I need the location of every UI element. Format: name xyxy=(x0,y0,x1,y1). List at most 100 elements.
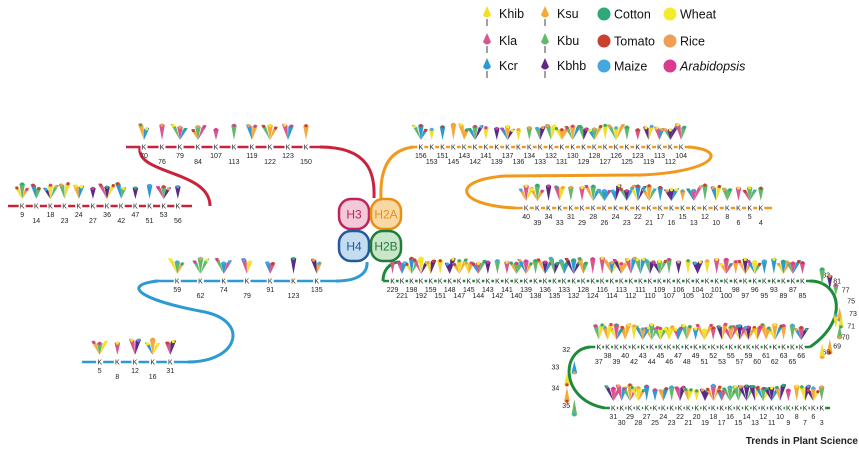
ptm-mark-cluster xyxy=(192,256,210,274)
ptm-mark-cluster xyxy=(819,267,825,285)
species-dot xyxy=(248,260,252,264)
lysine-symbol: K xyxy=(97,360,102,367)
ptm-mark xyxy=(177,125,183,140)
ptm-mark-cluster xyxy=(155,185,172,199)
species-dot xyxy=(694,327,698,331)
lysine-symbol: K xyxy=(638,279,643,286)
species-dot xyxy=(169,258,173,262)
ptm-mark xyxy=(428,127,435,140)
species-dot xyxy=(535,126,540,131)
lysine-position: 18 xyxy=(47,212,55,219)
ptm-mark-cluster xyxy=(114,341,121,355)
species-dot xyxy=(614,126,618,130)
legend-species-label: Wheat xyxy=(680,8,717,22)
species-dot xyxy=(594,324,598,328)
lysine-box xyxy=(230,142,238,152)
lysine-position: 153 xyxy=(426,159,438,166)
species-dot xyxy=(655,126,659,130)
ptm-mark xyxy=(749,385,755,401)
lysine-position: 97 xyxy=(741,293,749,300)
lysine-position: 192 xyxy=(415,293,427,300)
ptm-mark-cluster xyxy=(564,372,570,387)
ptm-mark-cluster xyxy=(190,125,207,140)
ptm-mark xyxy=(534,126,541,140)
ptm-mark xyxy=(584,184,594,201)
lysine-symbol: K xyxy=(733,279,738,286)
species-dot xyxy=(706,387,710,391)
species-dot xyxy=(644,126,648,130)
ptm-mark-cluster xyxy=(545,123,557,140)
ptm-mark xyxy=(463,128,470,140)
lysine-position: 123 xyxy=(632,153,644,160)
species-dot xyxy=(99,183,103,187)
ptm-mark xyxy=(553,127,562,140)
lysine-box xyxy=(776,403,784,413)
species-dot xyxy=(681,385,685,389)
species-dot xyxy=(688,325,692,329)
ptm-mark xyxy=(618,262,625,274)
lysine-symbol: K xyxy=(175,279,180,286)
species-dot xyxy=(642,185,646,190)
lysine-box xyxy=(558,142,566,152)
lysine-symbol: K xyxy=(736,406,741,413)
lysine-symbol: K xyxy=(476,279,481,286)
ptm-mark xyxy=(96,341,103,355)
ptm-mark xyxy=(624,258,631,274)
species-dot xyxy=(652,188,656,192)
species-dot xyxy=(571,124,575,128)
lysine-symbol: K xyxy=(667,345,672,352)
species-tomato-icon: Tomato xyxy=(597,34,655,49)
ptm-mark xyxy=(159,123,165,140)
species-dot xyxy=(630,186,634,190)
species-dot xyxy=(572,413,576,417)
ptm-mark-cluster xyxy=(721,187,733,201)
lysine-position: 95 xyxy=(760,293,768,300)
lysine-symbol: K xyxy=(625,145,630,152)
legend-mark-label: Kbu xyxy=(557,34,579,48)
lysine-symbol: K xyxy=(486,279,491,286)
ptm-mark xyxy=(73,184,79,199)
species-dot xyxy=(630,386,634,390)
lysine-box xyxy=(525,142,533,152)
lysine-symbol: K xyxy=(516,145,521,152)
species-dot xyxy=(676,260,681,264)
species-dot xyxy=(516,127,521,132)
species-dot xyxy=(151,337,155,341)
ptm-mark-cluster xyxy=(602,123,609,140)
ptm-mark xyxy=(693,389,700,401)
ptm-mark xyxy=(200,258,210,274)
lysine-symbol: K xyxy=(636,406,641,413)
ptm-mark xyxy=(607,323,614,340)
ptm-mark-cluster xyxy=(751,325,763,340)
species-dot xyxy=(605,385,609,389)
lysine-position: 8 xyxy=(795,414,799,421)
species-dot xyxy=(253,124,257,128)
lysine-symbol: K xyxy=(711,345,716,352)
lysine-position: 128 xyxy=(589,153,601,160)
ptm-mark xyxy=(504,260,510,274)
ptm-mark xyxy=(589,257,596,274)
ptm-mark xyxy=(654,126,660,140)
lysine-position: 63 xyxy=(780,353,788,360)
lysine-position: 42 xyxy=(630,359,638,366)
ptm-mark-cluster xyxy=(425,259,437,274)
lysine-box xyxy=(718,342,726,352)
ptm-mark xyxy=(418,124,424,140)
histone-label: H2B xyxy=(374,240,397,254)
species-dot xyxy=(791,261,795,265)
species-dot xyxy=(820,355,824,360)
lysine-symbol: K xyxy=(535,206,540,213)
species-dot xyxy=(786,388,790,392)
ptm-mark xyxy=(563,262,570,274)
lysine-position: 144 xyxy=(472,293,484,300)
histone-label: H3 xyxy=(346,208,362,222)
ptm-mark-cluster xyxy=(579,185,585,201)
species-dot xyxy=(584,261,588,265)
lysine-box xyxy=(446,276,454,286)
species-dot xyxy=(533,259,538,263)
lysine-position: 85 xyxy=(799,293,807,300)
ptm-mark xyxy=(704,259,710,274)
lysine-position: 22 xyxy=(634,214,642,221)
histone-tails: K70K76K79K84K107K113K119K122K123K150K9K1… xyxy=(8,122,857,427)
